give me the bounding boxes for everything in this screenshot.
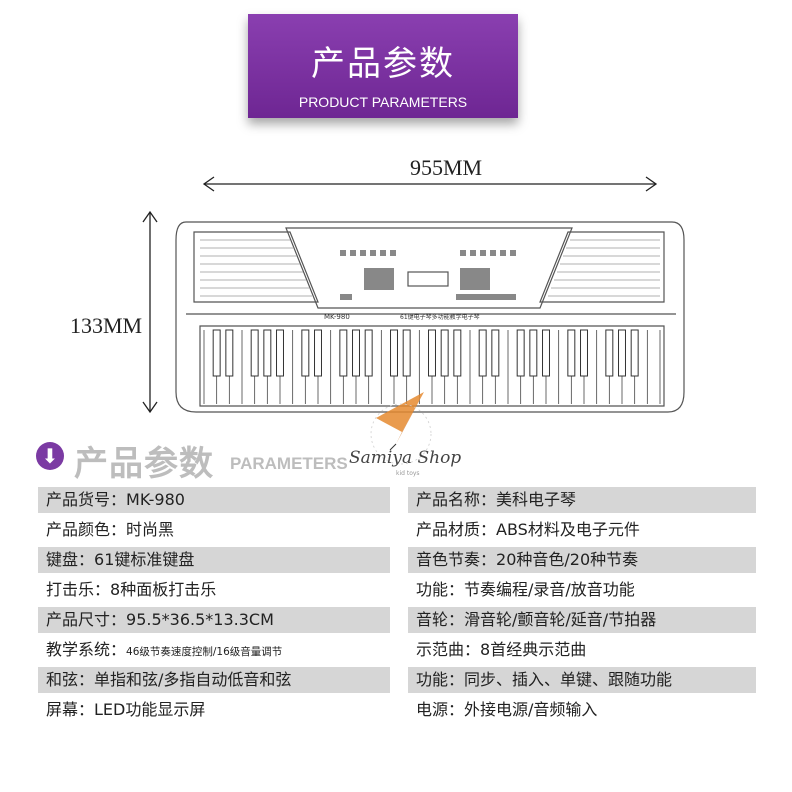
param-left: 产品颜色：时尚黑 — [46, 520, 175, 539]
param-right: 产品名称：美科电子琴 — [408, 487, 756, 513]
param-right: 产品材质：ABS材料及电子元件 — [416, 520, 640, 539]
watermark-sub: kid toys — [396, 470, 420, 477]
param-left: 屏幕：LED功能显示屏 — [46, 700, 206, 719]
watermark-brand: Samiya Shop — [349, 448, 462, 468]
black-key — [618, 329, 626, 377]
black-key — [339, 329, 348, 377]
param-row: 产品颜色：时尚黑 产品材质：ABS材料及电子元件 — [38, 515, 756, 545]
black-key — [352, 329, 360, 377]
width-arrow — [202, 176, 658, 192]
param-row: 打击乐：8种面板打击乐 功能：节奏编程/录音/放音功能 — [38, 575, 756, 605]
height-dimension-label: 133MM — [70, 313, 143, 338]
black-key — [516, 329, 525, 377]
black-key — [276, 329, 284, 377]
width-dimension-label: 955MM — [410, 155, 483, 180]
param-right: 功能：同步、插入、单键、跟随功能 — [408, 667, 756, 693]
black-key — [428, 329, 436, 377]
black-key — [212, 329, 221, 377]
section-title-en: PARAMETERS — [230, 454, 348, 473]
param-row: 产品货号：MK-980 产品名称：美科电子琴 — [38, 485, 756, 515]
param-right: 音色节奏：20种音色/20种节奏 — [408, 547, 756, 573]
black-key — [301, 329, 310, 377]
banner-title-en: PRODUCT PARAMETERS — [298, 94, 468, 110]
section-title-cn: 产品参数 — [74, 444, 214, 484]
keyboard-panel-label: 61键电子琴多功能教学电子琴 — [400, 313, 480, 321]
param-left: 打击乐：8种面板打击乐 — [46, 580, 217, 599]
black-key — [402, 329, 411, 377]
black-key — [529, 329, 538, 377]
black-key — [491, 329, 500, 377]
keyboard-model-label: MK-980 — [324, 313, 350, 321]
black-keys — [212, 329, 639, 377]
black-key — [453, 329, 462, 377]
param-row: 和弦：单指和弦/多指自动低音和弦 功能：同步、插入、单键、跟随功能 — [38, 665, 756, 695]
parameter-table: 产品货号：MK-980 产品名称：美科电子琴 产品颜色：时尚黑 产品材质：ABS… — [38, 485, 756, 725]
param-left: 和弦：单指和弦/多指自动低音和弦 — [38, 667, 390, 693]
banner-title-cn: 产品参数 — [311, 44, 455, 84]
param-row: 教学系统：46级节奏速度控制/16级音量调节 示范曲：8首经典示范曲 — [38, 635, 756, 665]
param-right: 示范曲：8首经典示范曲 — [416, 640, 587, 659]
arrow-down-icon: ⬇ — [36, 442, 64, 470]
param-right: 电源：外接电源/音频输入 — [416, 700, 598, 719]
paper-plane-logo-icon — [370, 392, 432, 465]
param-right: 音轮：滑音轮/颤音轮/延音/节拍器 — [408, 607, 756, 633]
param-right: 功能：节奏编程/录音/放音功能 — [416, 580, 635, 599]
param-left: 产品货号：MK-980 — [38, 487, 390, 513]
black-key — [250, 329, 259, 377]
section-heading: ⬇ 产品参数 PARAMETERS — [30, 436, 510, 484]
param-row: 屏幕：LED功能显示屏 电源：外接电源/音频输入 — [38, 695, 756, 725]
black-key — [542, 329, 550, 377]
param-row: 产品尺寸：95.5*36.5*13.3CM 音轮：滑音轮/颤音轮/延音/节拍器 — [38, 605, 756, 635]
black-key — [440, 329, 449, 377]
black-key — [225, 329, 234, 377]
black-key — [263, 329, 272, 377]
height-arrow — [142, 210, 158, 414]
black-key — [390, 329, 398, 377]
param-left: 键盘：61键标准键盘 — [38, 547, 390, 573]
black-key — [364, 329, 373, 377]
param-left: 教学系统：46级节奏速度控制/16级音量调节 — [46, 640, 283, 659]
black-key — [630, 329, 639, 377]
black-key — [567, 329, 576, 377]
header-banner: 产品参数 PRODUCT PARAMETERS — [248, 14, 518, 118]
keyboard-illustration: MK-980 61键电子琴多功能教学电子琴 — [142, 176, 685, 414]
black-key — [478, 329, 487, 377]
black-key — [580, 329, 588, 377]
black-key — [314, 329, 322, 377]
param-row: 键盘：61键标准键盘 音色节奏：20种音色/20种节奏 — [38, 545, 756, 575]
black-key — [605, 329, 614, 377]
param-left: 产品尺寸：95.5*36.5*13.3CM — [38, 607, 390, 633]
